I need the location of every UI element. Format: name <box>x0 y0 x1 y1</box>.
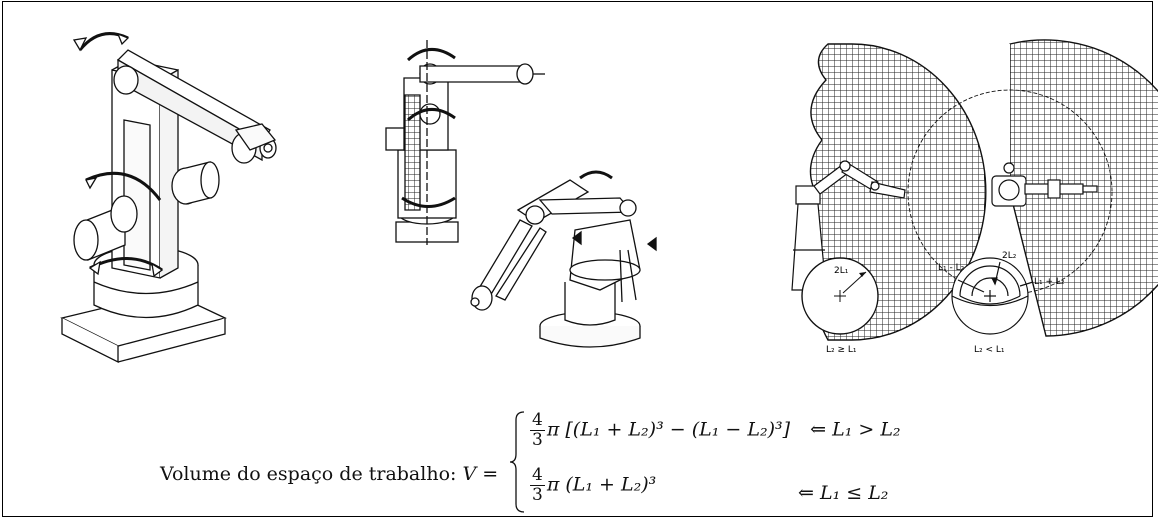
label-2l1: 2L₁ <box>834 266 849 276</box>
caption-l2-lt-l1: L₂ < L₁ <box>974 345 1005 355</box>
formula-prefix-text: Volume do espaço de trabalho: <box>160 463 457 485</box>
case1-condition: ⇐ L₁ > L₂ <box>810 418 901 441</box>
label-l1-minus-l2: L₁ - L₂ <box>938 263 965 273</box>
sphere-diagram-l2-lt-l1 <box>951 257 1034 335</box>
robot-arm-1 <box>60 32 277 364</box>
caption-l2-geq-l1: L₂ ≥ L₁ <box>826 345 857 355</box>
circle-diagram-l2-geq-l1: 2L₁ L₂ ≥ L₁ <box>801 257 879 355</box>
formula-prefix: Volume do espaço de trabalho: V = <box>160 463 498 485</box>
case2-pi: π <box>546 473 560 496</box>
case2-condition: ⇐ L₁ ≤ L₂ <box>798 482 889 504</box>
illustrations: 2L₁ L₂ ≥ L₁ 2L₂ L₁ - L₂ L₁ + L₂ L₂ < L₁ <box>60 32 1158 364</box>
robot-arm-2 <box>385 40 545 245</box>
formula-case-2-condition-wrap: ⇐ L₁ ≤ L₂ <box>798 482 888 504</box>
workspace-top-view <box>907 39 1158 337</box>
case2-body: (L₁ + L₂)³ <box>565 473 657 496</box>
formula-case-1: 4 3 π [(L₁ + L₂)³ − (L₁ − L₂)³] ⇐ L₁ > L… <box>530 411 901 450</box>
formula-equals: = <box>482 463 499 485</box>
formula-lhs: V <box>462 463 477 485</box>
case2-fraction: 4 3 <box>530 465 545 505</box>
label-2l2: 2L₂ <box>1002 251 1017 261</box>
case1-body: [(L₁ + L₂)³ − (L₁ − L₂)³] <box>565 418 791 441</box>
case-brace <box>509 411 525 513</box>
case1-fraction: 4 3 <box>530 410 545 450</box>
case1-pi: π <box>546 418 560 441</box>
robot-arm-3 <box>470 170 657 348</box>
label-l1-plus-l2: L₁ + L₂ <box>1034 277 1065 287</box>
formula-case-2: 4 3 π (L₁ + L₂)³ <box>530 466 656 505</box>
